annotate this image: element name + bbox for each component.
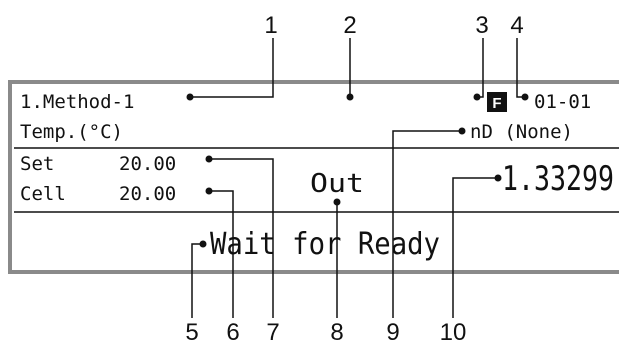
dot-4 xyxy=(521,93,529,101)
callout-9: 9 xyxy=(386,319,399,344)
callout-4: 4 xyxy=(510,12,523,39)
leader-5 xyxy=(191,243,203,318)
temp-label: Temp.(°C) xyxy=(20,121,123,143)
dot-6 xyxy=(205,187,213,195)
leader-4 xyxy=(516,38,525,98)
leader-lines xyxy=(190,38,525,318)
dot-2 xyxy=(346,93,354,101)
callout-10: 10 xyxy=(440,319,467,344)
leader-1 xyxy=(190,38,274,98)
date-display: 01-01 xyxy=(534,91,591,113)
callout-5: 5 xyxy=(185,319,198,344)
callout-6: 6 xyxy=(226,319,239,344)
dot-1 xyxy=(186,93,194,101)
cell-value: 20.00 xyxy=(119,183,176,205)
dot-7 xyxy=(205,155,213,163)
dot-10 xyxy=(494,174,502,182)
dot-9 xyxy=(458,127,466,135)
f-icon: F xyxy=(492,95,501,112)
leader-3 xyxy=(477,38,484,98)
f-icon-box xyxy=(487,92,507,112)
leader-dots xyxy=(186,93,529,248)
callout-1: 1 xyxy=(264,12,277,39)
cell-label: Cell xyxy=(20,183,66,205)
leader-6 xyxy=(209,190,234,318)
callout-2: 2 xyxy=(343,12,356,39)
callout-3: 3 xyxy=(475,12,488,39)
dot-8 xyxy=(333,198,341,206)
dot-5 xyxy=(199,240,207,248)
callout-8: 8 xyxy=(330,319,343,344)
method-name: 1.Method-1 xyxy=(20,91,134,113)
set-label: Set xyxy=(20,153,54,175)
status-message: Wait for Ready xyxy=(210,227,440,262)
leader-7 xyxy=(209,158,274,318)
reading-value: 1.33299 xyxy=(502,159,614,199)
out-label: Out xyxy=(310,169,364,199)
lcd-frame-border xyxy=(8,80,619,274)
nd-label: nD (None) xyxy=(470,121,573,143)
set-value: 20.00 xyxy=(119,153,176,175)
callout-7: 7 xyxy=(266,319,279,344)
leader-10 xyxy=(452,177,498,318)
dot-3 xyxy=(473,93,481,101)
leader-9 xyxy=(392,130,462,318)
